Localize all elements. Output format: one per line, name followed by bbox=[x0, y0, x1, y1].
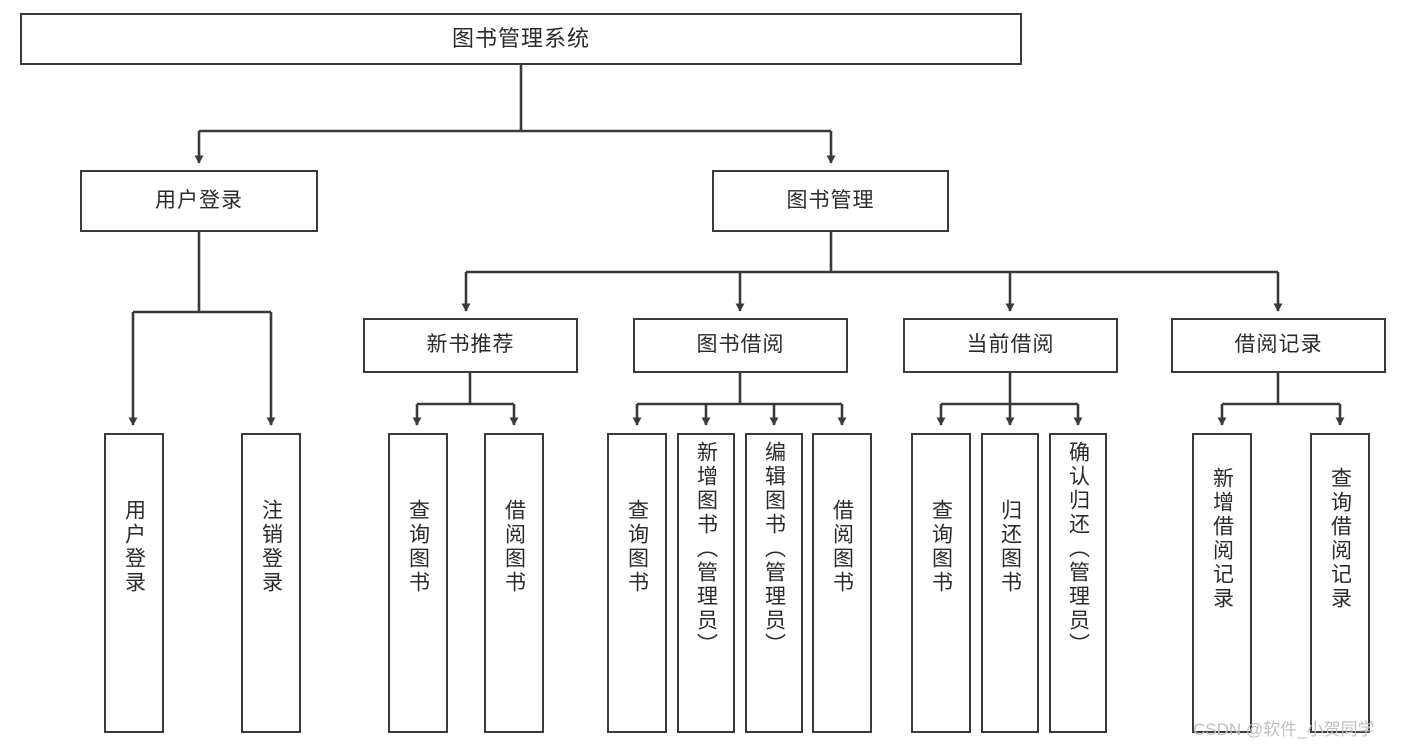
node-label: 当前借阅 bbox=[966, 333, 1055, 357]
node-leaf-user-logout[interactable]: 注销登录 bbox=[241, 433, 301, 733]
node-book-management[interactable]: 图书管理 bbox=[712, 170, 949, 232]
node-label: 查询图书 bbox=[625, 499, 649, 595]
node-leaf-borrow-book-1[interactable]: 借阅图书 bbox=[484, 433, 544, 733]
node-book-borrow[interactable]: 图书借阅 bbox=[633, 318, 848, 373]
node-leaf-query-book-2[interactable]: 查询图书 bbox=[607, 433, 667, 733]
node-label: 确认归还（管理员） bbox=[1066, 441, 1090, 657]
node-leaf-query-record[interactable]: 查询借阅记录 bbox=[1310, 433, 1370, 733]
node-label: 借阅图书 bbox=[502, 499, 526, 595]
node-label: 借阅记录 bbox=[1234, 333, 1323, 357]
node-user-login[interactable]: 用户登录 bbox=[80, 170, 318, 232]
node-label: 图书管理系统 bbox=[451, 26, 590, 52]
node-leaf-add-book[interactable]: 新增图书（管理员） bbox=[677, 433, 735, 733]
node-root-book-management-system[interactable]: 图书管理系统 bbox=[20, 13, 1022, 65]
node-leaf-query-book-3[interactable]: 查询图书 bbox=[911, 433, 971, 733]
node-label: 图书管理 bbox=[786, 188, 875, 212]
node-label: 新书推荐 bbox=[426, 333, 515, 357]
node-label: 新增图书（管理员） bbox=[694, 441, 718, 657]
node-leaf-edit-book[interactable]: 编辑图书（管理员） bbox=[745, 433, 803, 733]
csdn-watermark: CSDN @软件_小贺同学 bbox=[1193, 720, 1375, 739]
node-label: 新增借阅记录 bbox=[1210, 467, 1234, 611]
node-leaf-add-record[interactable]: 新增借阅记录 bbox=[1192, 433, 1252, 733]
node-label: 查询图书 bbox=[929, 499, 953, 595]
node-current-borrow[interactable]: 当前借阅 bbox=[903, 318, 1118, 373]
node-leaf-query-book-1[interactable]: 查询图书 bbox=[388, 433, 448, 733]
node-label: 查询借阅记录 bbox=[1328, 467, 1352, 611]
node-label: 归还图书 bbox=[998, 499, 1022, 595]
node-label: 查询图书 bbox=[406, 499, 430, 595]
node-label: 用户登录 bbox=[155, 188, 243, 212]
node-borrow-record[interactable]: 借阅记录 bbox=[1171, 318, 1386, 373]
node-label: 注销登录 bbox=[259, 499, 283, 595]
node-label: 用户登录 bbox=[122, 499, 146, 595]
node-new-book-recommend[interactable]: 新书推荐 bbox=[363, 318, 578, 373]
node-leaf-borrow-book-2[interactable]: 借阅图书 bbox=[812, 433, 872, 733]
node-leaf-return-book[interactable]: 归还图书 bbox=[981, 433, 1039, 733]
node-leaf-user-login[interactable]: 用户登录 bbox=[104, 433, 164, 733]
node-label: 借阅图书 bbox=[830, 499, 854, 595]
node-leaf-confirm-return[interactable]: 确认归还（管理员） bbox=[1049, 433, 1107, 733]
node-label: 编辑图书（管理员） bbox=[762, 441, 786, 657]
node-label: 图书借阅 bbox=[696, 333, 785, 357]
